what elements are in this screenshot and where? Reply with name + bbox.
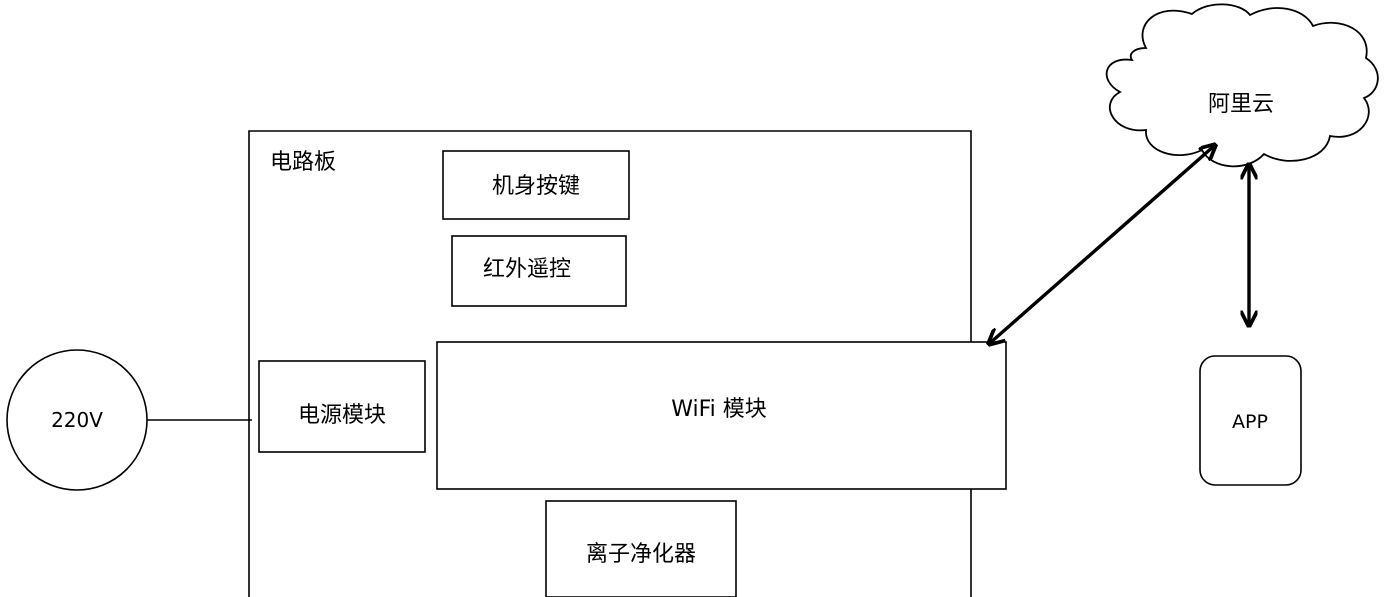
wifi-cloud-arrow xyxy=(990,146,1214,343)
app-node: APP xyxy=(1199,355,1302,486)
wifi-module-label: WiFi 模块 xyxy=(671,397,767,422)
ir-remote-box: 红外遥控 xyxy=(451,235,627,307)
body-buttons-box: 机身按键 xyxy=(442,150,630,220)
circuit-board-label: 电路板 xyxy=(270,150,336,175)
app-label: APP xyxy=(1232,411,1268,433)
cloud-icon xyxy=(1105,3,1379,168)
cloud-node: 阿里云 xyxy=(1105,3,1379,168)
ir-remote-label: 红外遥控 xyxy=(483,257,571,282)
wifi-module-box: WiFi 模块 xyxy=(436,341,1007,490)
power-module-box: 电源模块 xyxy=(258,360,426,453)
power-source-label: 220V xyxy=(51,408,103,432)
body-buttons-label: 机身按键 xyxy=(492,174,580,199)
ion-purifier-box: 离子净化器 xyxy=(545,500,737,597)
cloud-label: 阿里云 xyxy=(1208,92,1274,117)
ion-purifier-label: 离子净化器 xyxy=(586,542,696,567)
power-module-label: 电源模块 xyxy=(298,403,386,428)
power-source-node: 220V xyxy=(6,349,148,491)
